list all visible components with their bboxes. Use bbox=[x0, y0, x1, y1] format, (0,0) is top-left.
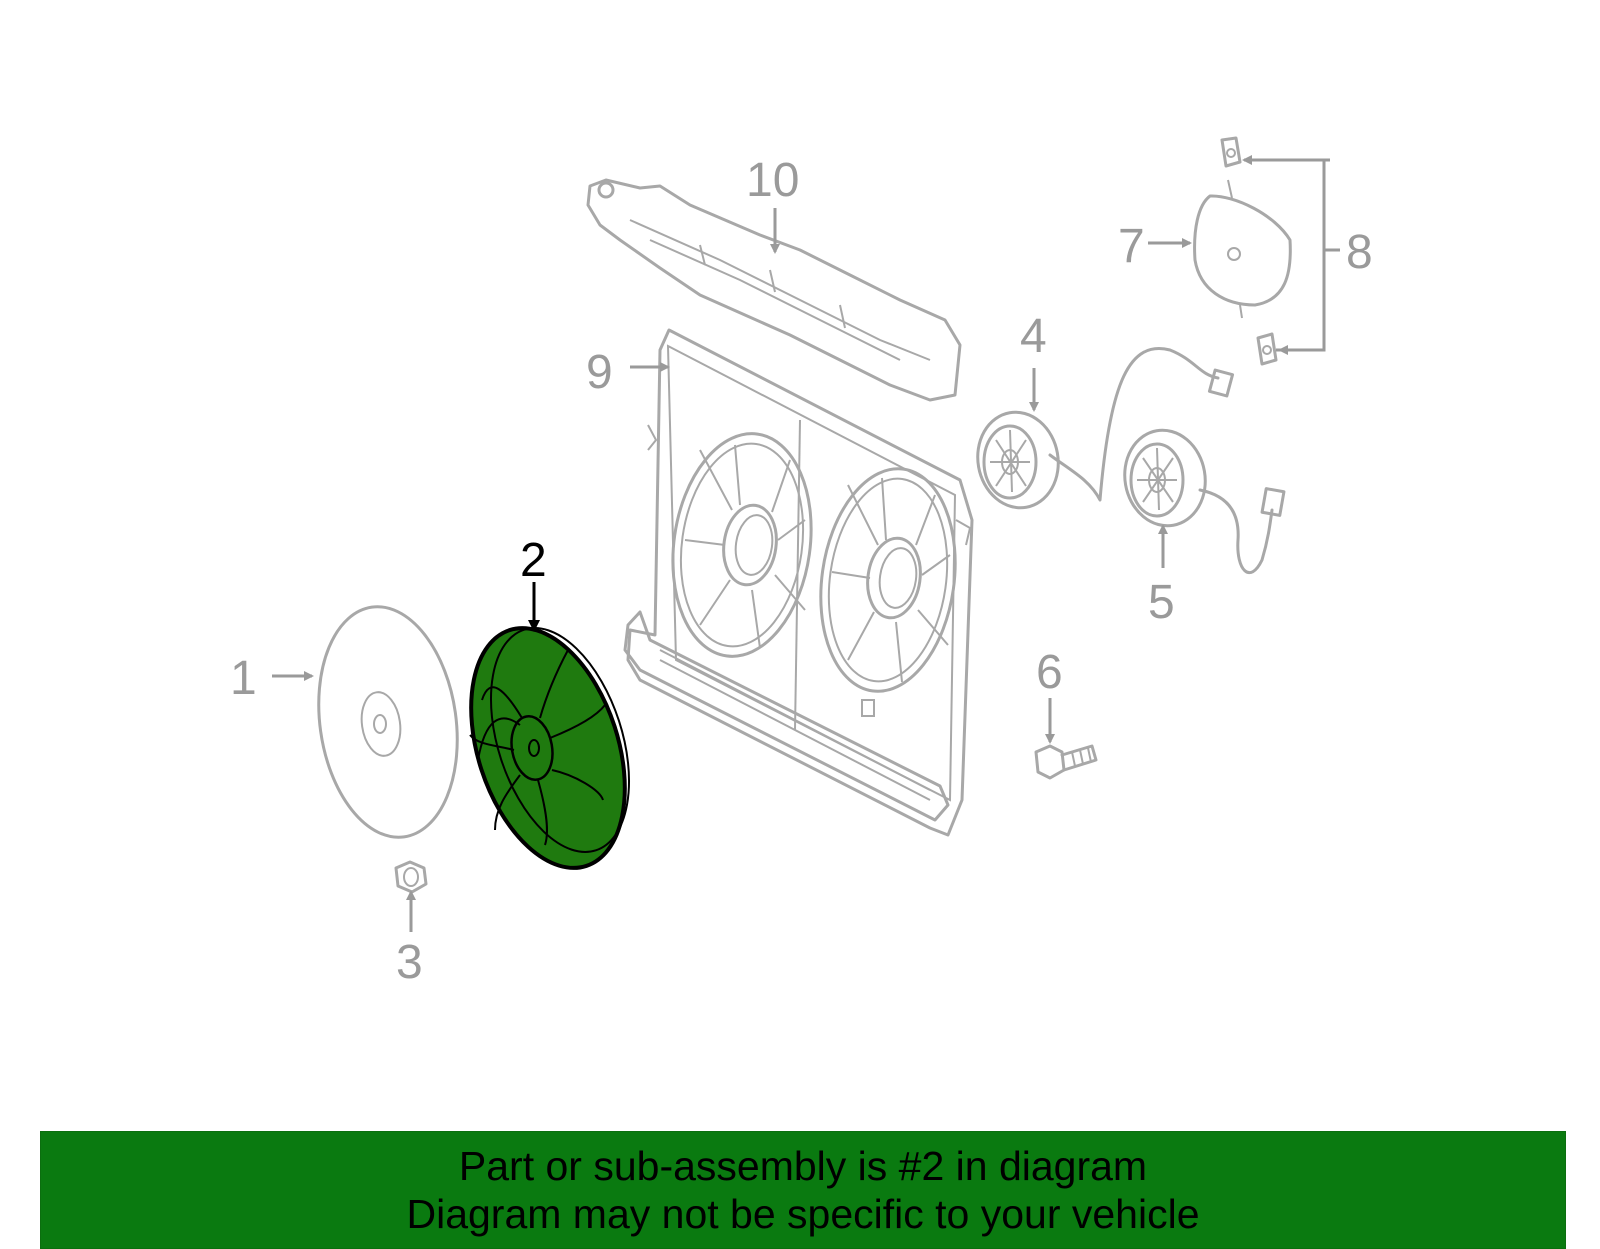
part-2-fan-highlighted[interactable] bbox=[443, 608, 655, 887]
info-banner: Part or sub-assembly is #2 in diagram Di… bbox=[40, 1131, 1566, 1249]
leader-lines bbox=[272, 155, 1340, 932]
parts-diagram: 1 2 3 4 5 6 7 8 9 10 bbox=[230, 136, 1373, 989]
part-5-fan-motor[interactable] bbox=[1117, 424, 1286, 575]
callout-4[interactable]: 4 bbox=[1020, 310, 1047, 363]
part-8-clips[interactable] bbox=[1220, 136, 1278, 366]
callout-3[interactable]: 3 bbox=[396, 936, 423, 989]
callout-2[interactable]: 2 bbox=[520, 534, 547, 587]
banner-line-part: Part or sub-assembly is #2 in diagram bbox=[458, 1143, 1148, 1189]
part-9-fan-shroud[interactable] bbox=[623, 328, 974, 837]
callout-labels: 1 2 3 4 5 6 7 8 9 10 bbox=[230, 154, 1373, 989]
callout-5[interactable]: 5 bbox=[1148, 576, 1175, 629]
callout-9[interactable]: 9 bbox=[586, 346, 613, 399]
part-7-motor-cover[interactable] bbox=[1193, 179, 1292, 319]
callout-8[interactable]: 8 bbox=[1346, 226, 1373, 279]
part-3-nut[interactable] bbox=[394, 860, 428, 894]
callout-1[interactable]: 1 bbox=[230, 652, 257, 705]
callout-10[interactable]: 10 bbox=[746, 154, 799, 207]
banner-line-disclaimer: Diagram may not be specific to your vehi… bbox=[406, 1191, 1200, 1237]
part-6-bolt[interactable] bbox=[1034, 744, 1098, 780]
part-4-fan-motor[interactable] bbox=[970, 347, 1235, 515]
callout-6[interactable]: 6 bbox=[1036, 646, 1063, 699]
part-1-cover-disc[interactable] bbox=[305, 598, 472, 847]
part-10-upper-bracket[interactable] bbox=[586, 178, 962, 402]
callout-7[interactable]: 7 bbox=[1118, 220, 1145, 273]
